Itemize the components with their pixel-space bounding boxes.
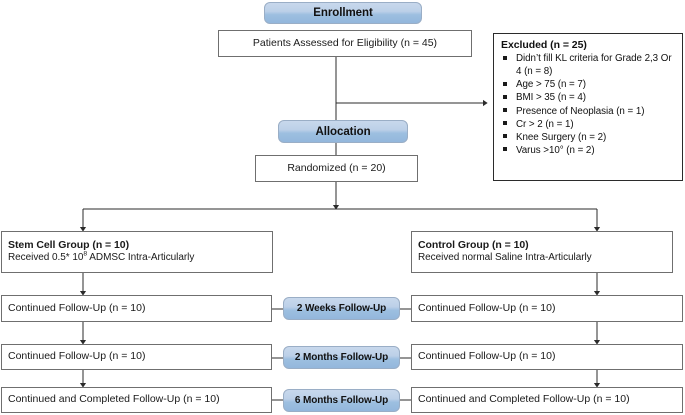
node-followup-right-2-weeks: Continued Follow-Up (n = 10) xyxy=(411,295,683,322)
node-randomized: Randomized (n = 20) xyxy=(255,155,418,182)
followup-left-6-months-label: Continued and Completed Follow-Up (n = 1… xyxy=(8,393,220,406)
excluded-reason-text: Didn’t fill KL criteria for Grade 2,3 Or… xyxy=(516,53,672,78)
node-followup-left-6-months: Continued and Completed Follow-Up (n = 1… xyxy=(1,387,272,413)
square-bullet-icon xyxy=(503,81,507,86)
control-group-title: Control Group (n = 10) xyxy=(418,238,529,251)
excluded-reason-item: Age > 75 (n = 7) xyxy=(501,78,678,91)
stage-badge-allocation: Allocation xyxy=(278,120,408,143)
stage-badge-enrollment: Enrollment xyxy=(264,2,422,24)
excluded-reason-list: Didn’t fill KL criteria for Grade 2,3 Or… xyxy=(501,52,678,157)
timepoint-badge-6-months-label: 6 Months Follow-Up xyxy=(294,395,389,406)
node-stem-cell-group: Stem Cell Group (n = 10) Received 0.5* 1… xyxy=(1,231,273,273)
excluded-reason-item: Knee Surgery (n = 2) xyxy=(501,131,678,144)
node-patients-assessed-label: Patients Assessed for Eligibility (n = 4… xyxy=(252,36,438,49)
excluded-reason-text: Cr > 2 (n = 1) xyxy=(516,118,574,130)
excluded-reason-item: Didn’t fill KL criteria for Grade 2,3 Or… xyxy=(501,52,678,78)
node-patients-assessed: Patients Assessed for Eligibility (n = 4… xyxy=(218,30,472,57)
node-followup-right-2-months: Continued Follow-Up (n = 10) xyxy=(411,344,683,370)
square-bullet-icon xyxy=(503,121,507,126)
stage-badge-allocation-label: Allocation xyxy=(315,125,371,138)
node-randomized-label: Randomized (n = 20) xyxy=(287,161,386,174)
followup-right-2-months-label: Continued Follow-Up (n = 10) xyxy=(418,350,556,363)
followup-right-2-weeks-label: Continued Follow-Up (n = 10) xyxy=(418,301,556,314)
stem-cell-group-title: Stem Cell Group (n = 10) xyxy=(8,238,130,251)
excluded-reason-item: Varus >10° (n = 2) xyxy=(501,144,678,157)
excluded-reason-item: Presence of Neoplasia (n = 1) xyxy=(501,105,678,118)
node-followup-right-6-months: Continued and Completed Follow-Up (n = 1… xyxy=(411,387,683,413)
timepoint-badge-2-weeks-label: 2 Weeks Follow-Up xyxy=(296,303,387,314)
timepoint-badge-2-weeks: 2 Weeks Follow-Up xyxy=(283,297,400,320)
excluded-reason-text: BMI > 35 (n = 4) xyxy=(516,92,586,104)
square-bullet-icon xyxy=(503,147,507,152)
square-bullet-icon xyxy=(503,134,507,139)
node-followup-left-2-weeks: Continued Follow-Up (n = 10) xyxy=(1,295,272,322)
excluded-reason-text: Presence of Neoplasia (n = 1) xyxy=(516,105,645,117)
square-bullet-icon xyxy=(503,94,507,99)
excluded-reason-text: Knee Surgery (n = 2) xyxy=(516,131,607,143)
node-followup-left-2-months: Continued Follow-Up (n = 10) xyxy=(1,344,272,370)
stem-cell-dose-prefix: Received 0.5* 10 xyxy=(8,252,84,264)
square-bullet-icon xyxy=(503,108,507,113)
excluded-reason-item: Cr > 2 (n = 1) xyxy=(501,118,678,131)
stem-cell-group-detail: Received 0.5* 108 ADMSC Intra-Articularl… xyxy=(8,250,195,265)
followup-left-2-months-label: Continued Follow-Up (n = 10) xyxy=(8,350,146,363)
excluded-title: Excluded (n = 25) xyxy=(501,39,587,51)
timepoint-badge-2-months: 2 Months Follow-Up xyxy=(283,346,400,369)
excluded-reason-text: Varus >10° (n = 2) xyxy=(516,144,595,156)
stem-cell-dose-exponent: 8 xyxy=(83,250,88,258)
timepoint-badge-6-months: 6 Months Follow-Up xyxy=(283,389,400,412)
timepoint-badge-2-months-label: 2 Months Follow-Up xyxy=(294,352,389,363)
excluded-reason-text: Age > 75 (n = 7) xyxy=(516,79,587,91)
excluded-reason-item: BMI > 35 (n = 4) xyxy=(501,91,678,104)
control-group-detail: Received normal Saline Intra-Articularly xyxy=(418,252,592,264)
stem-cell-dose-suffix: ADMSC Intra-Articularly xyxy=(87,252,195,264)
node-excluded: Excluded (n = 25) Didn’t fill KL criteri… xyxy=(493,33,683,181)
node-control-group: Control Group (n = 10) Received normal S… xyxy=(411,231,673,273)
followup-left-2-weeks-label: Continued Follow-Up (n = 10) xyxy=(8,301,146,314)
followup-right-6-months-label: Continued and Completed Follow-Up (n = 1… xyxy=(418,393,630,406)
square-bullet-icon xyxy=(503,55,507,60)
stage-badge-enrollment-label: Enrollment xyxy=(313,7,373,19)
